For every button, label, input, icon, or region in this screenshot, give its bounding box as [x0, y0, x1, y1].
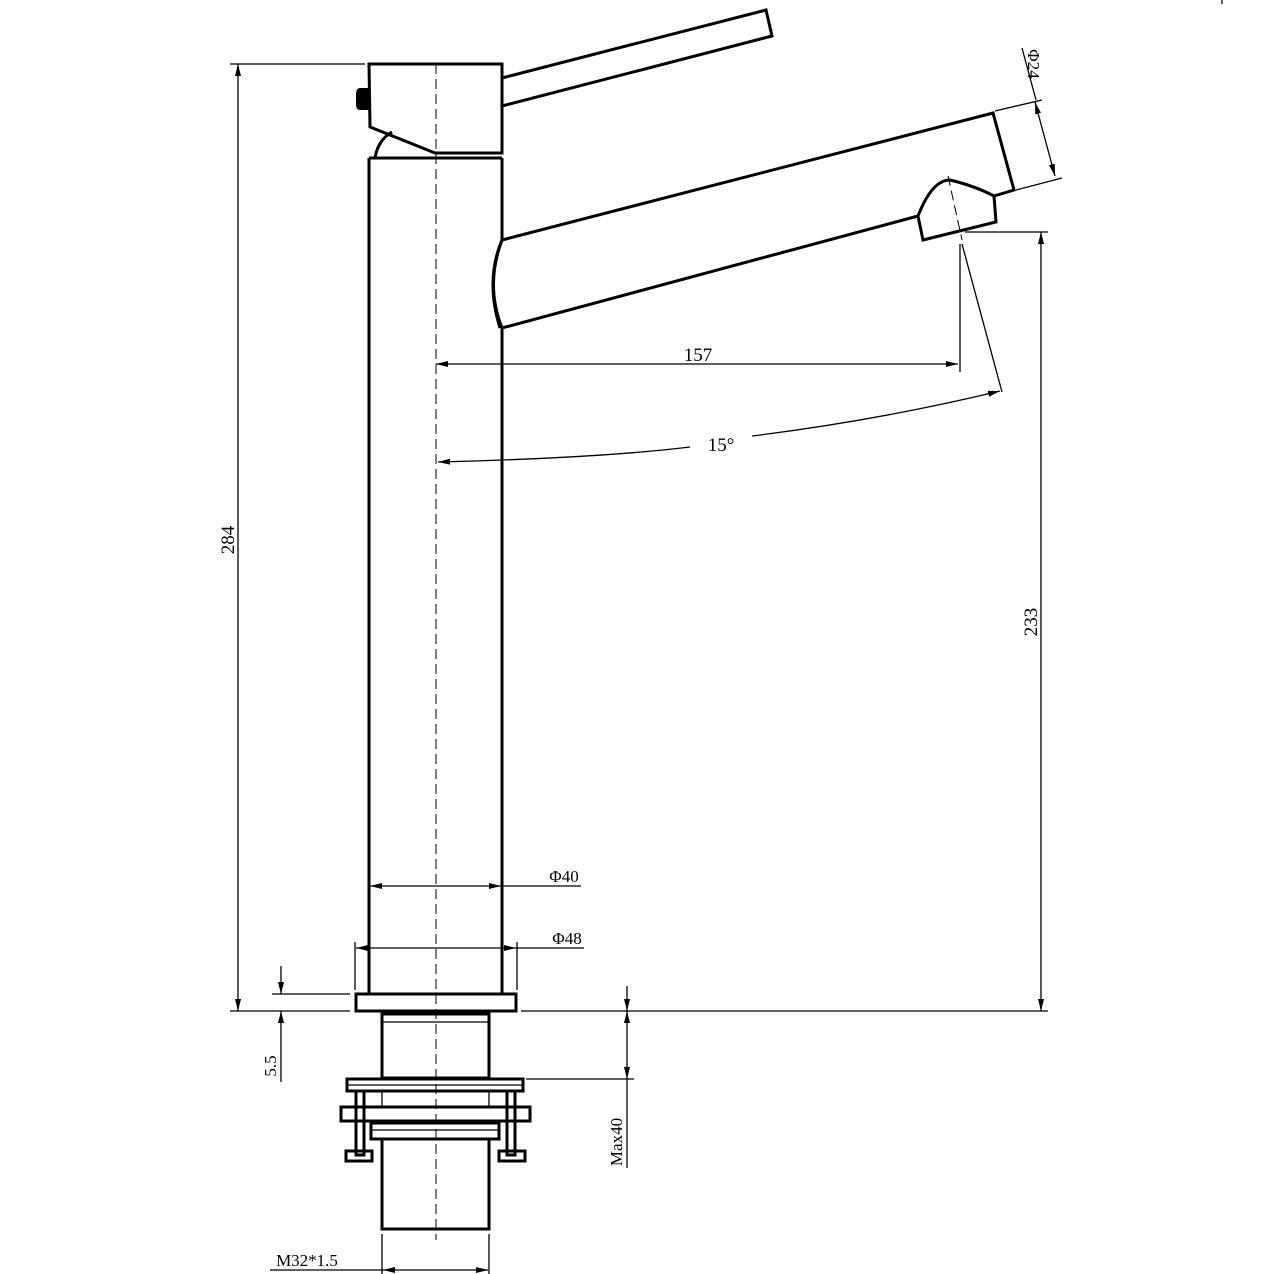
spout — [492, 111, 1016, 330]
stud-left — [354, 1089, 366, 1157]
faucet-outline — [339, 8, 1016, 1231]
aerator — [916, 178, 998, 242]
dim-swivel-angle: 15° — [437, 243, 1003, 465]
spout-height-label: 233 — [1021, 608, 1042, 637]
stud-right-nut — [497, 1149, 527, 1163]
lock-nut — [369, 1121, 501, 1141]
dim-body-diameter: Φ40 — [370, 867, 581, 889]
aerator-centerline — [947, 175, 963, 241]
swivel-angle-label: 15° — [708, 435, 735, 456]
dim-aerator-diameter: Φ24 — [994, 47, 1063, 191]
dim-flange-thickness: 5.5 — [261, 966, 350, 1082]
max-deck-thickness-label: Max40 — [607, 1118, 626, 1166]
lever-handle — [500, 8, 774, 108]
stud-left-nut — [344, 1149, 374, 1163]
spout-joint — [491, 239, 504, 329]
center-lines — [435, 64, 963, 1240]
thread-label: M32*1.5 — [276, 1251, 338, 1270]
aerator-diameter-label: Φ24 — [1024, 49, 1043, 79]
spout-reach-label: 157 — [684, 345, 713, 366]
dim-flange-diameter: Φ48 — [354, 929, 584, 990]
handle-pin — [356, 88, 369, 110]
neck — [373, 130, 393, 159]
flange-diameter-label: Φ48 — [552, 929, 581, 948]
body-diameter-label: Φ40 — [549, 867, 578, 886]
dim-total-height: 284 — [218, 63, 365, 1012]
total-height-label: 284 — [218, 525, 239, 554]
dim-thread: M32*1.5 — [270, 1234, 490, 1274]
dim-max-deck-thickness: Max40 — [526, 986, 634, 1168]
stud-right — [505, 1089, 517, 1157]
dim-spout-height: 233 — [521, 231, 1048, 1012]
flange-thickness-label: 5.5 — [261, 1055, 280, 1076]
dim-spout-reach: 157 — [436, 244, 961, 372]
